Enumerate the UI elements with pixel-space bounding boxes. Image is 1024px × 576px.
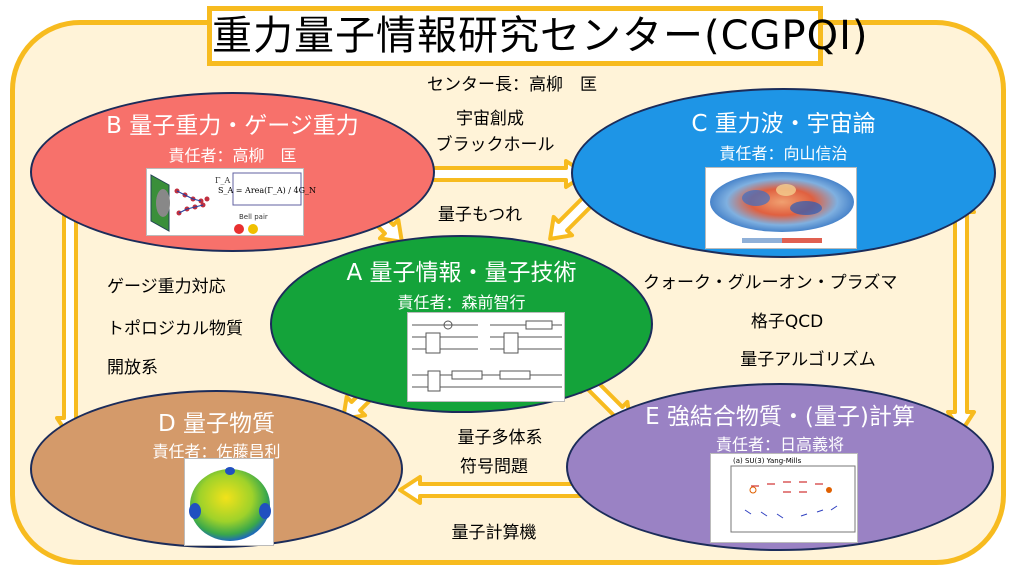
group-a-title: A 量子情報・量子技術 — [346, 260, 577, 286]
bell-pair-label: Bell pair — [239, 213, 268, 221]
director-label: センター長：高柳 匡 — [427, 75, 597, 95]
group-b-leader: 責任者：高柳 匡 — [168, 146, 297, 165]
cmb-map-figure — [705, 167, 857, 249]
area-formula: S_A = Area(Γ_A) / 4G_N — [218, 186, 316, 195]
yang-mills-caption: (a) SU(3) Yang-Mills — [733, 457, 802, 465]
link-label-bd-1: ゲージ重力対応 — [107, 277, 226, 297]
gamma-label: Γ_A — [215, 176, 231, 185]
link-label-bc-1: 宇宙創成 — [456, 109, 524, 129]
group-d-title: D 量子物質 — [157, 411, 276, 437]
link-label-ce-3: 量子アルゴリズム — [740, 350, 876, 370]
link-label-ce-1: クォーク・グルーオン・プラズマ — [643, 273, 898, 293]
yang-mills-field-figure: (a) SU(3) Yang-Mills — [710, 453, 858, 543]
group-a-leader: 責任者：森前智行 — [397, 293, 526, 312]
group-b-title: B 量子重力・ゲージ重力 — [106, 113, 359, 139]
link-label-bd-3: 開放系 — [107, 358, 158, 378]
quantum-circuit-figure — [407, 312, 565, 402]
link-label-de-1: 量子多体系 — [457, 428, 543, 448]
link-label-de-3: 量子計算機 — [451, 523, 537, 543]
arrow-c-e — [946, 190, 976, 434]
holographic-entanglement-figure: S_A = Area(Γ_A) / 4G_N Γ_A Bell pair — [146, 168, 316, 236]
topological-sphere-figure — [184, 458, 274, 546]
link-label-center: 量子もつれ — [437, 205, 523, 225]
group-d-leader: 責任者：佐藤昌利 — [152, 442, 281, 461]
link-label-bc-2: ブラックホール — [435, 135, 555, 155]
group-e-title: E 強結合物質・(量子)計算 — [645, 404, 915, 430]
link-label-de-2: 符号問題 — [460, 457, 528, 477]
link-label-bd-2: トポロジカル物質 — [107, 319, 243, 339]
group-c-title: C 重力波・宇宙論 — [691, 111, 876, 137]
link-label-ce-2: 格子QCD — [750, 312, 824, 332]
group-c-leader: 責任者：向山信治 — [719, 144, 848, 163]
page-title: 重力量子情報研究センター(CGPQI) — [207, 6, 868, 66]
group-e-leader: 責任者：日高義将 — [715, 435, 844, 454]
